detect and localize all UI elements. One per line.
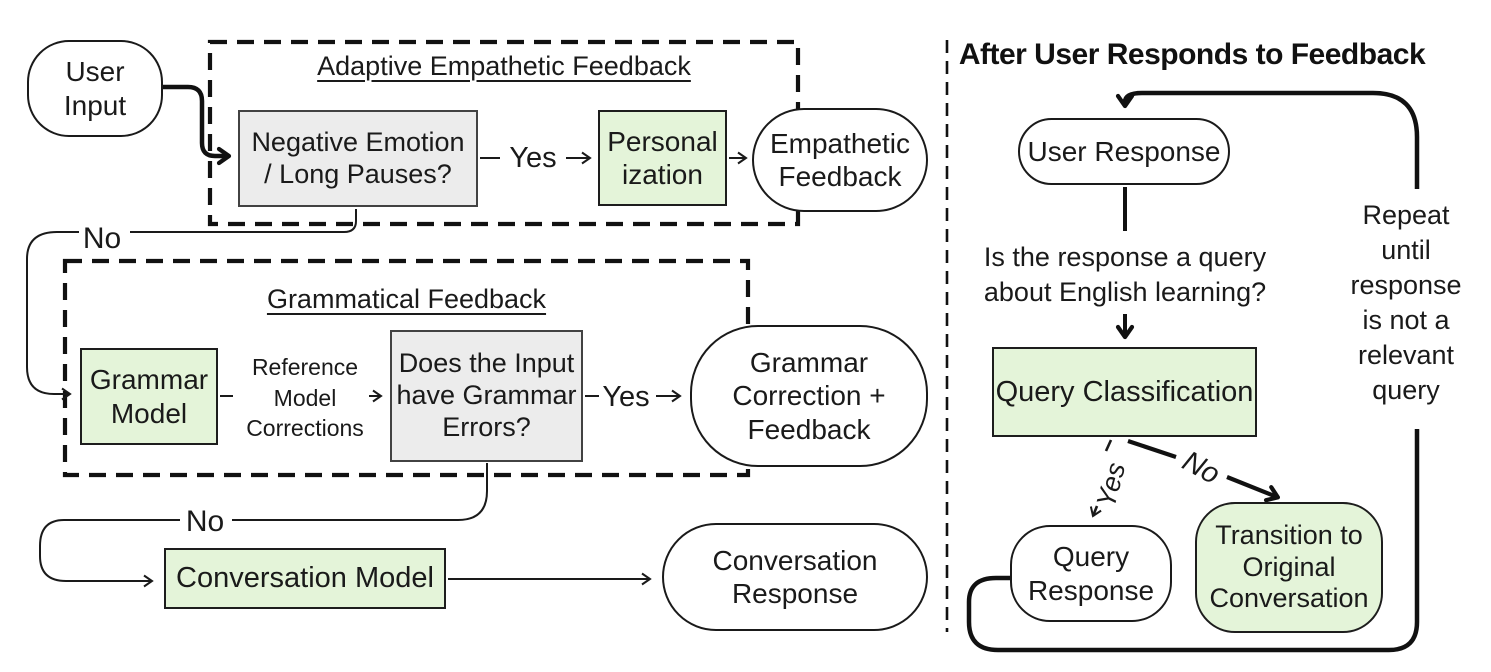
loop-arrow-into-user-response (1115, 90, 1420, 189)
arrow-user-input-to-negative-emotion (160, 84, 232, 166)
query-response-node: Query Response (1010, 525, 1172, 622)
line-negative-emotion-no-right (130, 209, 357, 233)
loop-query-response-to-repeat (966, 429, 1420, 653)
grammar-model-node: Grammar Model (80, 348, 218, 445)
conversation-model-node: Conversation Model (164, 548, 446, 609)
transition-node: Transition to Original Conversation (1195, 502, 1383, 633)
negative-emotion-node: Negative Emotion / Long Pauses? (238, 110, 478, 207)
line-grammar-errors-no-right (232, 463, 488, 521)
arrow-yes-to-query-response (1089, 505, 1102, 518)
arrow-no-to-transition (1226, 475, 1281, 503)
line-no-to-grammar-model (26, 231, 79, 401)
adaptive-feedback-title: Adaptive Empathetic Feedback (317, 51, 691, 81)
grammatical-feedback-title: Grammatical Feedback (266, 284, 547, 314)
user-response-node: User Response (1018, 118, 1230, 185)
grammar-correction-node: Grammar Correction + Feedback (690, 325, 928, 467)
grammar-errors-node: Does the Input have Grammar Errors? (390, 330, 583, 462)
user-input-node: User Input (27, 40, 163, 137)
no-label-1: No (82, 222, 122, 255)
line-no-to-conversation-model (39, 519, 180, 588)
empathetic-feedback-node: Empathetic Feedback (752, 108, 928, 212)
dash-classification-yes (1104, 439, 1113, 452)
line-classification-no (1127, 439, 1177, 459)
yes-label-2: Yes (602, 381, 650, 413)
repeat-note: Repeat until response is not a relevant … (1350, 200, 1462, 406)
no-label-2: No (185, 505, 225, 538)
yes-label-1: Yes (509, 142, 557, 174)
conversation-response-node: Conversation Response (662, 523, 928, 631)
query-question-note: Is the response a query about English le… (983, 242, 1267, 308)
query-classification-node: Query Classification (992, 347, 1257, 437)
personalization-node: Personal ization (598, 110, 727, 206)
right-panel-title: After User Responds to Feedback (958, 38, 1426, 71)
reference-model-corrections-note: Reference Model Corrections (246, 354, 364, 442)
